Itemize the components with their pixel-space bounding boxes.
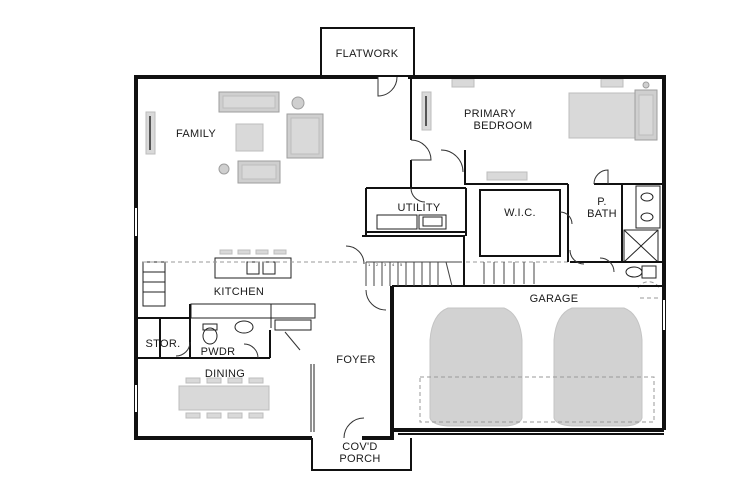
bedroom-furniture xyxy=(421,78,658,181)
room-label-p-bath: BATH xyxy=(587,208,617,220)
door-swings xyxy=(175,76,615,439)
stair-number: 2 xyxy=(376,262,379,267)
room-label-p-bath: P. xyxy=(597,196,607,208)
room-labels: FLATWORK FAMILY PRIMARY BEDROOM UTILITY … xyxy=(146,48,617,465)
powder-fixtures xyxy=(202,320,254,345)
room-label-wic: W.I.C. xyxy=(504,207,536,219)
room-label-stor: STOR. xyxy=(146,338,181,350)
room-label-kitchen: KITCHEN xyxy=(214,286,264,298)
room-label-covd-porch: PORCH xyxy=(339,453,380,465)
room-label-pwdr: PWDR xyxy=(201,346,236,358)
stair-number: 3 xyxy=(384,262,387,267)
bath-fixtures xyxy=(623,185,661,279)
room-label-primary-bedroom: BEDROOM xyxy=(474,120,533,132)
stair-number: 4 xyxy=(392,262,395,267)
interior-walls xyxy=(136,77,664,359)
stair-number: 1 xyxy=(368,262,371,267)
room-label-covd-porch: COV'D xyxy=(342,441,377,453)
dining-furniture xyxy=(178,364,315,432)
room-label-foyer: FOYER xyxy=(336,354,375,366)
room-label-flatwork: FLATWORK xyxy=(336,48,399,60)
room-label-garage: GARAGE xyxy=(530,293,579,305)
room-label-dining: DINING xyxy=(205,368,245,380)
room-label-primary-bedroom: PRIMARY xyxy=(464,108,516,120)
room-label-family: FAMILY xyxy=(176,128,216,140)
utility-appliances xyxy=(376,214,447,230)
family-furniture xyxy=(145,91,324,184)
exterior-walls xyxy=(134,27,666,471)
garage-cars xyxy=(419,281,661,427)
stairs: 1 2 3 4 5 xyxy=(365,261,535,287)
kitchen-furniture xyxy=(142,249,316,331)
room-label-utility: UTILITY xyxy=(397,202,440,214)
stair-number: 5 xyxy=(400,262,403,267)
